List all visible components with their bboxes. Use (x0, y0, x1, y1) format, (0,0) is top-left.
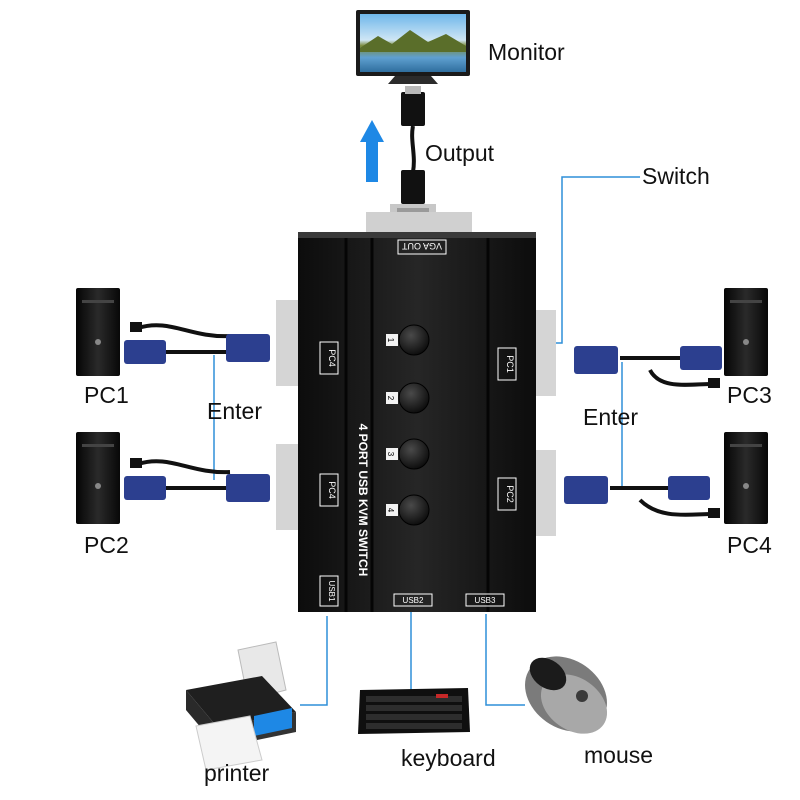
pc2-label: PC2 (84, 532, 129, 558)
kvm-buttons: 1 2 3 4 (386, 324, 430, 526)
left-vga-cables (124, 322, 270, 502)
usb1-label: USB1 (327, 581, 336, 602)
right-vga-cables (564, 346, 722, 518)
mouse-line (485, 614, 525, 706)
vga-out-label: VGA OUT (401, 241, 442, 251)
port-label-left-bottom: PC4 (327, 481, 337, 499)
svg-text:1: 1 (386, 338, 395, 343)
printer-line (300, 616, 328, 706)
port-button-2[interactable]: 2 (386, 382, 430, 414)
keyboard-icon (358, 688, 470, 734)
port-label-right-top: PC1 (505, 355, 515, 373)
monitor-icon (356, 10, 470, 84)
keyboard-label: keyboard (401, 745, 496, 771)
svg-text:2: 2 (386, 396, 395, 401)
output-arrow-icon (360, 120, 384, 182)
kvm-switch-device (276, 212, 556, 612)
monitor-label: Monitor (488, 39, 565, 65)
usb2-label: USB2 (403, 596, 424, 605)
mouse-label: mouse (584, 742, 654, 768)
output-label: Output (425, 140, 495, 166)
pc4-label: PC4 (727, 532, 772, 558)
usb3-label: USB3 (475, 596, 496, 605)
svg-text:3: 3 (386, 452, 395, 457)
pc3-tower-icon (724, 288, 768, 376)
port-label-right-bottom: PC2 (505, 485, 515, 503)
port-label-left-top: PC4 (327, 349, 337, 367)
port-button-1[interactable]: 1 (386, 324, 430, 356)
printer-label: printer (204, 760, 270, 786)
port-button-3[interactable]: 3 (386, 438, 430, 470)
device-title-label: 4 PORT USB KVM SWITCH (356, 424, 370, 577)
mouse-icon (525, 656, 608, 734)
pc3-label: PC3 (727, 382, 772, 408)
enter-right-label: Enter (583, 404, 638, 430)
pc2-tower-icon (76, 432, 120, 524)
switch-label: Switch (642, 163, 710, 189)
pc1-label: PC1 (84, 382, 129, 408)
printer-icon (186, 641, 296, 771)
enter-left-label: Enter (207, 398, 262, 424)
port-button-4[interactable]: 4 (386, 494, 430, 526)
pc1-tower-icon (76, 288, 120, 376)
svg-text:4: 4 (386, 508, 395, 513)
pc4-tower-icon (724, 432, 768, 524)
device-labels: VGA OUT PC4 PC4 PC1 PC2 4 PORT USB KVM S… (319, 239, 517, 607)
